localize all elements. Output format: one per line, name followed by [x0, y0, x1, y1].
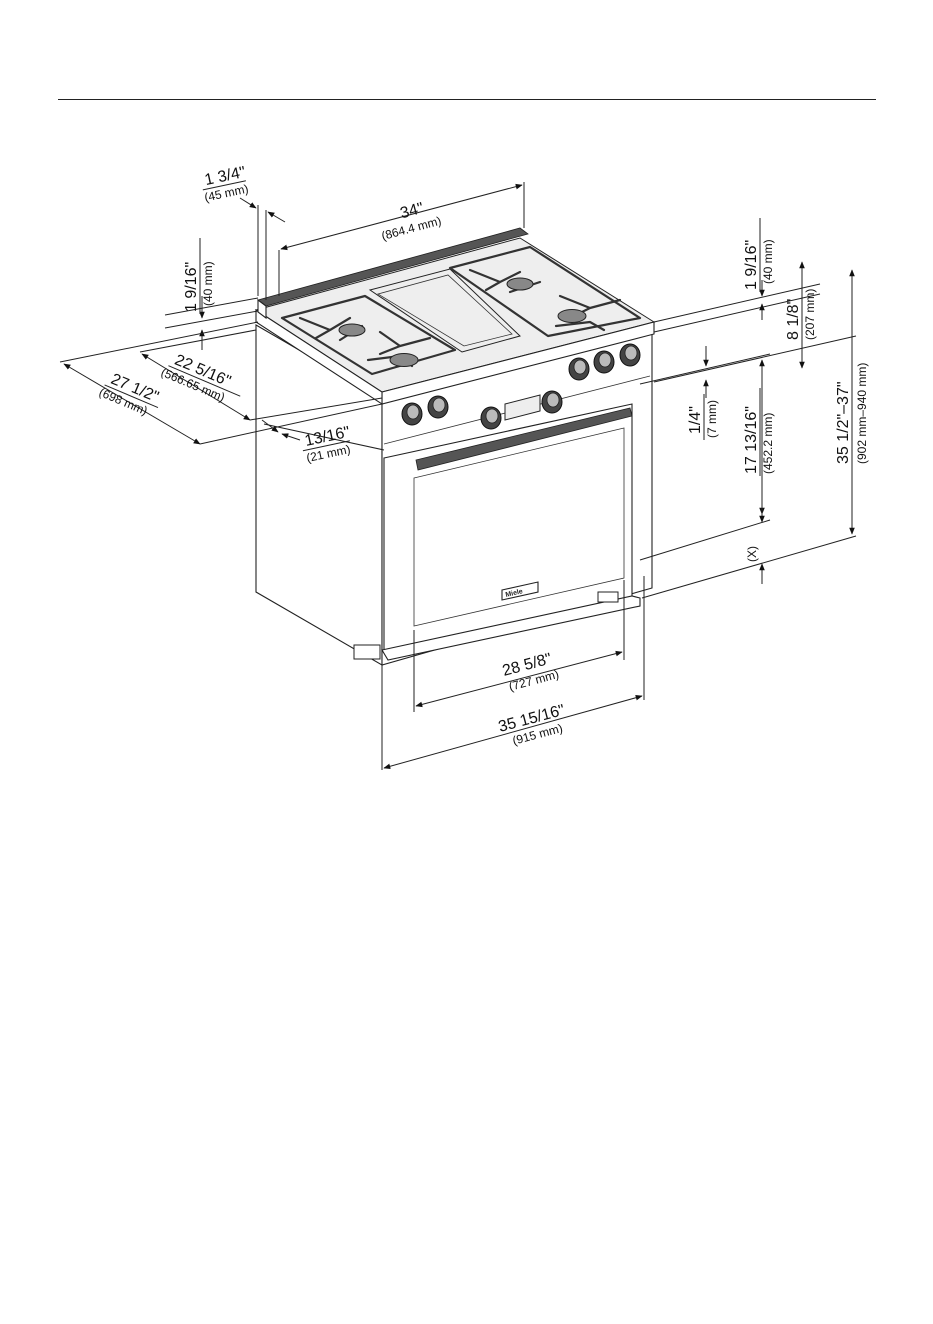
- dim-total-height-inch: 35 1/2"–37": [835, 381, 852, 464]
- dim-backguard-left-mm: (40 mm): [201, 261, 215, 306]
- dim-backguard-left-inch: 1 9/16": [183, 262, 200, 312]
- dim-backguard-right-inch: 1 9/16": [743, 240, 760, 290]
- left-rear-burner-icon: [339, 324, 365, 336]
- dim-panel-gap-mm: (7 mm): [705, 400, 719, 438]
- dim-oven-height-mm: (452.2 mm): [761, 413, 775, 474]
- dim-total-height-mm: (902 mm–940 mm): [855, 363, 869, 464]
- right-front-burner-icon: [558, 310, 586, 323]
- dim-cooktop-height-inch: 8 1/8": [785, 299, 802, 340]
- right-rear-burner-icon: [507, 278, 533, 290]
- dim-cooktop-height-mm: (207 mm): [803, 289, 817, 340]
- left-front-burner-icon: [390, 354, 418, 367]
- dim-leveling-label: (X): [745, 546, 759, 562]
- dim-oven-height-inch: 17 13/16": [743, 406, 760, 474]
- dim-backguard-right-mm: (40 mm): [761, 239, 775, 284]
- dim-panel-gap-inch: 1/4": [687, 406, 704, 434]
